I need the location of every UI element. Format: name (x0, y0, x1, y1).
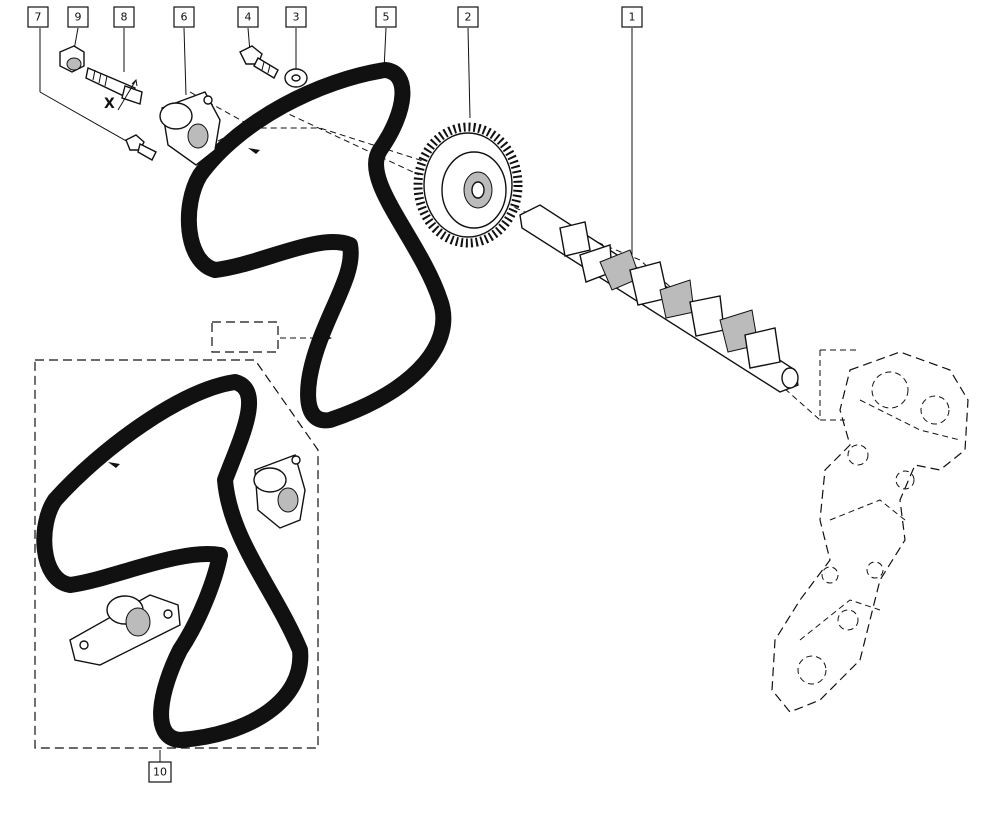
axis-arrow-icon (117, 78, 138, 111)
timing-belt-main (180, 62, 452, 429)
callout-3: 3 (285, 6, 307, 28)
stud-part-8 (85, 67, 143, 105)
washer-part-3 (284, 68, 308, 88)
callout-label: 8 (121, 11, 128, 24)
callout-label: 1 (629, 11, 636, 24)
axis-marker-x: X (104, 96, 115, 112)
callout-4: 4 (237, 6, 259, 28)
callout-label: 6 (181, 11, 188, 24)
engine-block-outline (771, 351, 969, 713)
kit-belt-arrow-icon (108, 462, 120, 468)
callout-label: 5 (383, 11, 390, 24)
callout-label: 10 (153, 766, 167, 779)
callout-label: 3 (293, 11, 300, 24)
callout-2: 2 (457, 6, 479, 28)
callout-8: 8 (113, 6, 135, 28)
callout-label: 4 (245, 11, 252, 24)
kit-box-10 (34, 359, 319, 749)
callout-1: 1 (621, 6, 643, 28)
belt-reference-box (211, 321, 332, 353)
callout-label: 2 (465, 11, 472, 24)
leader-lines (39, 27, 633, 762)
callout-label: 9 (75, 11, 82, 24)
callout-label: 7 (35, 11, 42, 24)
bolt-part-4 (239, 45, 279, 79)
arrow-right-icon (322, 334, 332, 342)
nut-part-9 (59, 45, 85, 73)
bolt-part-7 (125, 134, 157, 161)
callout-7: 7 (27, 6, 49, 28)
kit-idler-plate (69, 594, 181, 666)
belt-direction-arrow-icon (248, 148, 260, 154)
callout-6: 6 (173, 6, 195, 28)
camshaft-sprocket-part-2 (413, 122, 523, 248)
callout-5: 5 (375, 6, 397, 28)
kit-tensioner-roller (253, 454, 306, 529)
callout-9: 9 (67, 6, 89, 28)
camshaft-part-1 (519, 204, 799, 393)
tensioner-roller-part-6 (159, 91, 221, 166)
callout-10: 10 (148, 761, 172, 783)
